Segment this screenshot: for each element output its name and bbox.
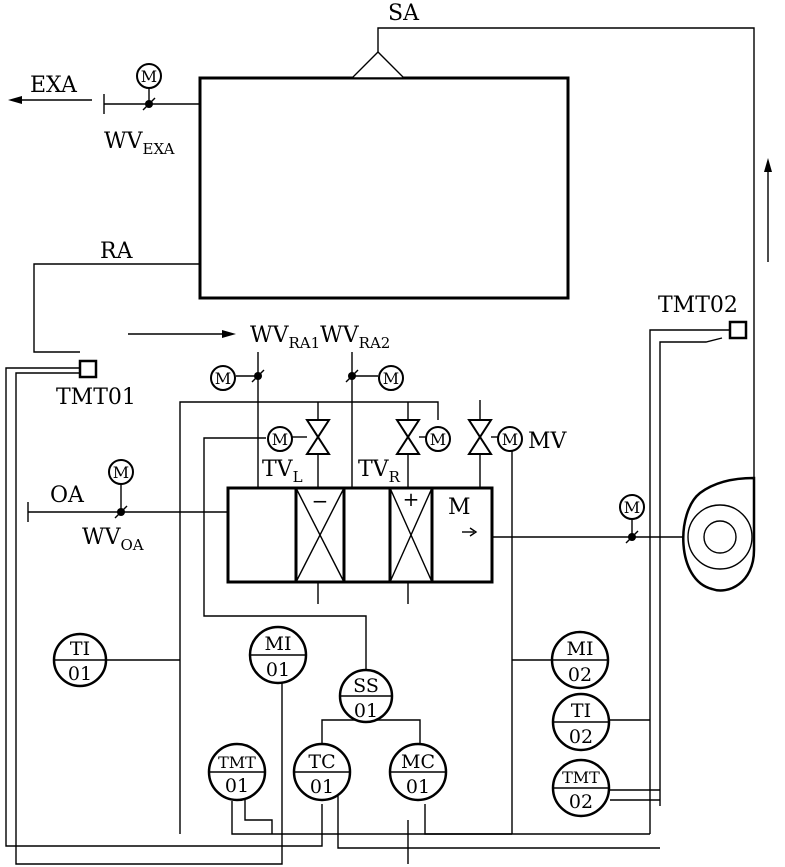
svg-text:−: − [312, 489, 329, 513]
ss01-instrument[interactable]: SS 01 [338, 668, 394, 724]
wv-exa-damper[interactable]: M [136, 63, 162, 111]
supply-flow-arrow-icon [764, 158, 772, 262]
svg-text:02: 02 [568, 664, 592, 686]
ti02-instrument[interactable]: TI 02 [551, 692, 611, 752]
svg-text:01: 01 [310, 776, 334, 798]
control-line-top [179, 401, 439, 834]
svg-text:M: M [113, 463, 129, 482]
svg-text:01: 01 [68, 663, 92, 685]
motor-icon: M [136, 63, 162, 89]
motor-icon: M [425, 426, 451, 452]
svg-text:M: M [141, 67, 157, 86]
tmt02-sensor[interactable] [728, 320, 748, 340]
signal-wiring [5, 367, 660, 865]
outdoor-air-duct [27, 502, 228, 522]
oa-label: OA [50, 483, 85, 508]
motor-icon: M [497, 426, 523, 452]
svg-text:TI: TI [70, 638, 90, 660]
svg-text:02: 02 [569, 726, 593, 748]
heating-coil: + [389, 484, 433, 583]
mv-label: MV [528, 429, 568, 454]
mv-valve[interactable]: M [467, 400, 523, 488]
svg-text:TMT: TMT [218, 753, 256, 772]
tmt01-label: TMT01 [56, 385, 136, 410]
svg-text:+: + [403, 487, 420, 511]
wv-ra-label: WVRA1WVRA2 [250, 323, 390, 352]
svg-text:TMT: TMT [562, 768, 600, 787]
ra-label: RA [100, 239, 134, 264]
cooling-coil: − [295, 486, 345, 583]
motor-icon: M [210, 365, 236, 391]
supply-air-duct [350, 27, 755, 478]
motor-icon: M [267, 426, 293, 452]
svg-text:M: M [502, 430, 518, 449]
wv-ra1-damper[interactable]: M [210, 352, 265, 488]
svg-text:M: M [430, 430, 446, 449]
svg-text:TC: TC [308, 751, 335, 773]
tv-r-valve[interactable]: M [395, 419, 451, 488]
svg-text:01: 01 [354, 700, 378, 722]
wv-ra2-damper[interactable]: M [345, 352, 404, 488]
svg-text:01: 01 [225, 775, 249, 797]
room-box [198, 76, 570, 300]
svg-text:02: 02 [569, 791, 593, 813]
wv-oa-damper[interactable]: M [108, 459, 134, 519]
svg-text:M: M [448, 495, 471, 520]
humidifier-section: M [448, 495, 478, 537]
return-flow-arrow-icon [128, 330, 236, 338]
svg-text:MC: MC [401, 751, 435, 773]
mi01-instrument[interactable]: MI 01 [248, 625, 308, 685]
motor-icon: M [619, 494, 645, 520]
wv-oa-label: WVOA [82, 525, 144, 554]
motor-icon: M [108, 459, 134, 485]
svg-text:M: M [272, 430, 288, 449]
svg-text:M: M [624, 498, 640, 517]
svg-text:01: 01 [266, 659, 290, 681]
svg-text:01: 01 [406, 776, 430, 798]
tmt01-instrument[interactable]: TMT 01 [207, 742, 267, 802]
tmt02-label: TMT02 [658, 293, 738, 318]
mc01-instrument[interactable]: MC 01 [388, 742, 448, 802]
svg-text:SS: SS [353, 675, 379, 697]
tmt02-instrument[interactable]: TMT 02 [551, 758, 611, 818]
mi02-instrument[interactable]: MI 02 [550, 630, 610, 690]
sa-label: SA [388, 1, 420, 26]
supply-fan-icon[interactable] [682, 476, 756, 592]
svg-text:MI: MI [567, 638, 594, 660]
tv-r-label: TVR [358, 457, 401, 486]
motor-icon: M [378, 365, 404, 391]
svg-text:MI: MI [265, 633, 292, 655]
supply-damper[interactable]: M [619, 494, 645, 544]
exhaust-flow-arrow-icon [8, 96, 92, 104]
return-air-duct [33, 263, 200, 353]
tv-l-valve[interactable]: M [267, 419, 331, 488]
svg-text:M: M [383, 369, 399, 388]
ti01-instrument[interactable]: TI 01 [52, 632, 108, 688]
wv-exa-label: WVEXA [104, 129, 175, 158]
exa-label: EXA [30, 73, 78, 98]
air-handling-unit [226, 486, 494, 604]
svg-text:M: M [215, 369, 231, 388]
tmt01-sensor[interactable] [78, 359, 98, 379]
control-line-left [203, 437, 367, 672]
tc01-instrument[interactable]: TC 01 [292, 742, 352, 802]
svg-text:TI: TI [571, 700, 591, 722]
tv-l-label: TVL [262, 457, 303, 486]
